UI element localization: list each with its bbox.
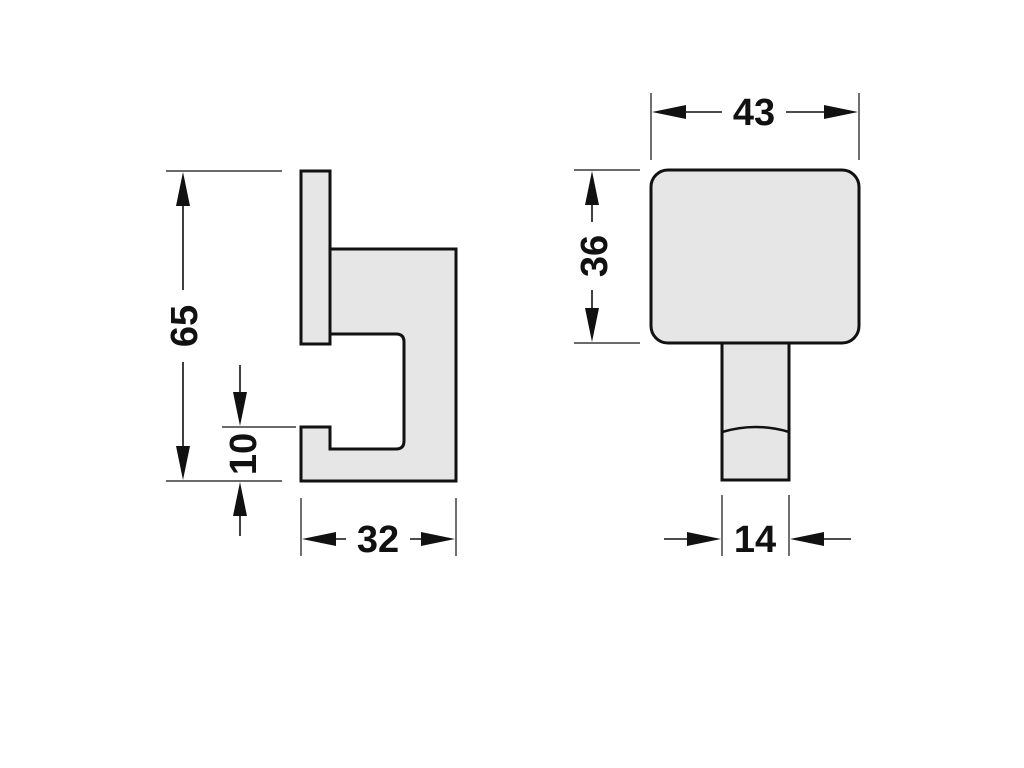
label-head-width-43: 43 <box>733 92 775 134</box>
mounting-plate <box>299 169 332 346</box>
arrow-36-top <box>585 171 599 205</box>
arrow-10-bottom <box>233 482 247 516</box>
arrow-10-top <box>233 392 247 426</box>
label-gap-10: 10 <box>223 433 265 475</box>
label-height-65: 65 <box>164 305 206 347</box>
arrow-14-left <box>687 532 721 546</box>
arrow-43-right <box>824 105 858 119</box>
hook-stem <box>720 334 791 482</box>
arrow-43-left <box>652 105 686 119</box>
arrow-65-bottom <box>176 446 190 480</box>
dimension-10: 10 <box>223 365 265 536</box>
dimension-65: 65 <box>164 172 206 480</box>
label-stem-width-14: 14 <box>734 519 776 561</box>
hook-head <box>649 168 861 345</box>
arrow-32-left <box>302 532 336 546</box>
arrow-14-right <box>790 532 824 546</box>
arrow-36-bottom <box>585 308 599 342</box>
label-depth-32: 32 <box>357 519 399 561</box>
stem-curve-line <box>721 425 790 434</box>
side-view: 65 10 32 <box>164 169 458 561</box>
dimension-32: 32 <box>302 519 455 561</box>
dimension-36: 36 <box>574 171 616 342</box>
label-head-height-36: 36 <box>574 235 616 277</box>
dimension-43: 43 <box>652 92 858 134</box>
dimension-14: 14 <box>664 519 851 561</box>
arrow-65-top <box>176 172 190 206</box>
front-view: 43 36 14 <box>574 92 861 561</box>
arrow-32-right <box>421 532 455 546</box>
